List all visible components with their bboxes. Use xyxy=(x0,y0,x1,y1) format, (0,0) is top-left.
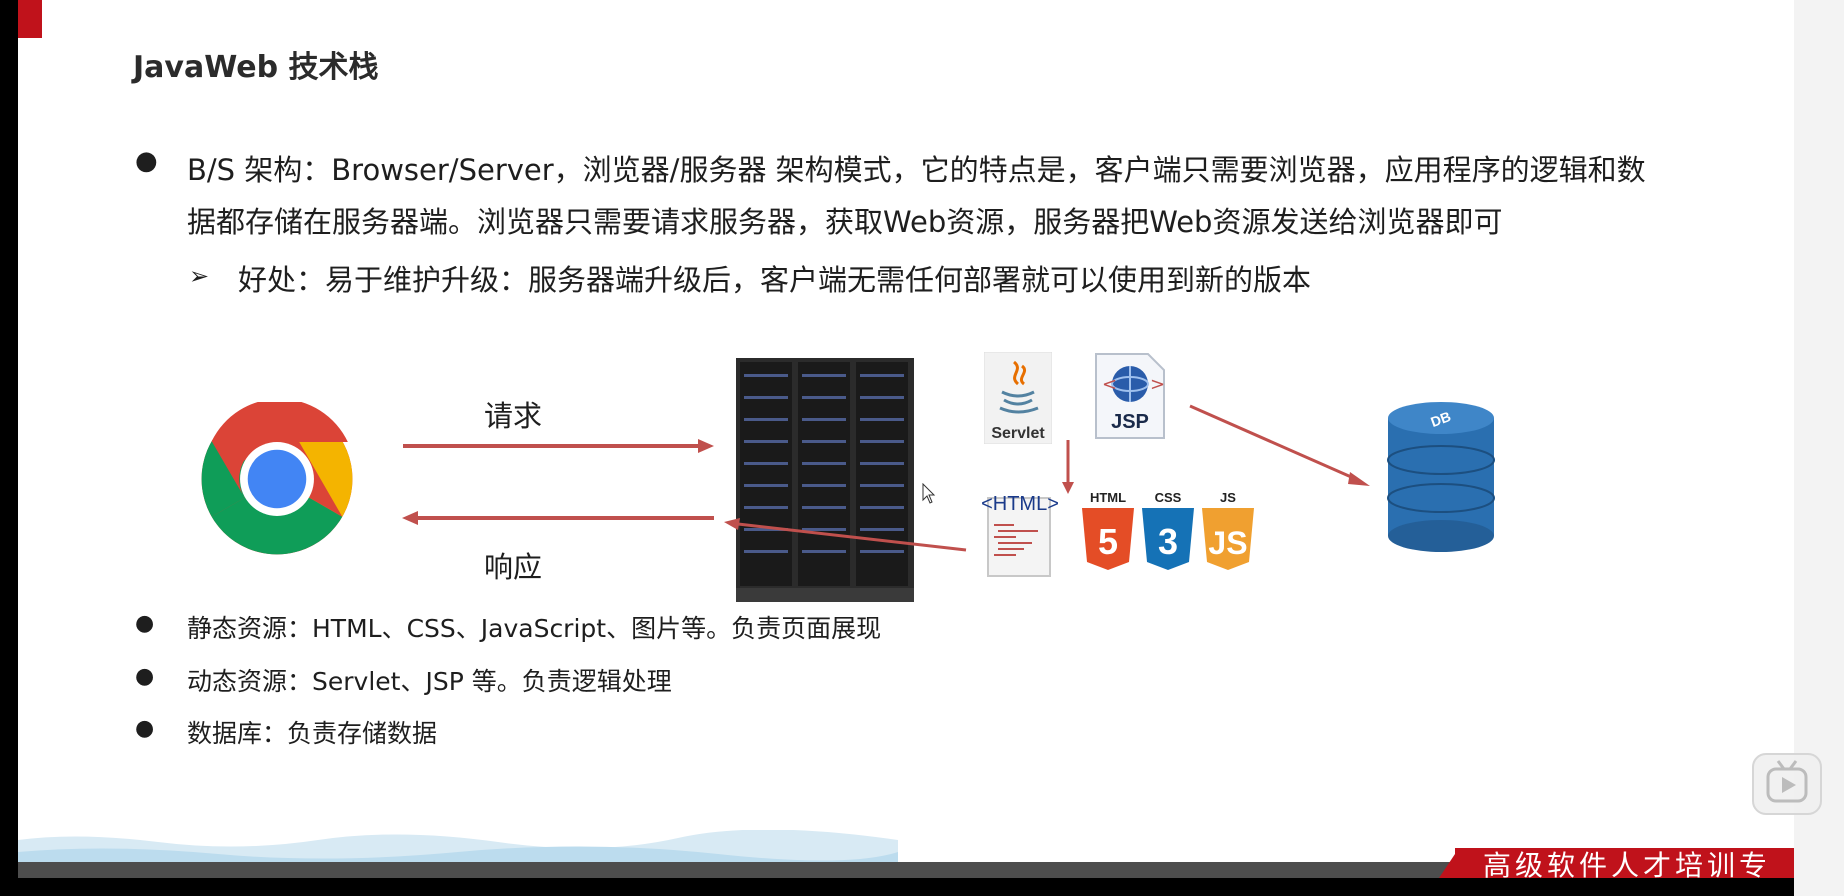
svg-text:JS: JS xyxy=(1208,525,1247,561)
static-resources-text: 静态资源：HTML、CSS、JavaScript、图片等。负责页面展现 xyxy=(187,614,882,643)
slide-title: JavaWeb 技术栈 xyxy=(133,50,379,85)
chrome-browser-icon xyxy=(201,402,353,555)
footer-bar xyxy=(18,862,1794,878)
footer-banner xyxy=(1455,848,1794,878)
js-label: JS xyxy=(1220,490,1236,505)
server-rack-icon xyxy=(736,358,914,602)
dynamic-resources-text: 动态资源：Servlet、JSP 等。负责逻辑处理 xyxy=(187,667,672,696)
bullet-dot: ● xyxy=(135,611,155,636)
html-document-icon: <HTML> xyxy=(981,493,1059,577)
html5-css3-js-badges: HTML 5 CSS 3 JS JS xyxy=(1082,490,1254,570)
jsp-icon: < > JSP xyxy=(1095,353,1165,439)
svg-text:3: 3 xyxy=(1158,521,1178,562)
css3-label: CSS xyxy=(1155,490,1182,505)
footer-banner-notch xyxy=(1439,848,1459,878)
slide: JavaWeb 技术栈 ● B/S 架构：Browser/Server，浏览器/… xyxy=(18,0,1794,878)
html-doc-label: <HTML> xyxy=(981,493,1059,515)
video-side-strip xyxy=(1794,0,1844,896)
svg-text:>: > xyxy=(1150,374,1165,395)
bullet-dot: ● xyxy=(135,716,155,741)
svg-text:<: < xyxy=(1102,374,1117,395)
red-corner-accent xyxy=(18,0,42,38)
html5-label: HTML xyxy=(1090,490,1126,505)
mouse-cursor-icon xyxy=(922,483,936,504)
request-label: 请求 xyxy=(484,399,543,433)
play-icon xyxy=(1766,760,1808,803)
response-label: 响应 xyxy=(484,550,543,584)
database-icon: DB xyxy=(1387,402,1495,552)
request-response-arrows xyxy=(402,439,714,525)
bullet-dot: ● xyxy=(135,146,158,176)
servlet-label: Servlet xyxy=(991,425,1045,442)
svg-text:5: 5 xyxy=(1098,521,1118,562)
play-button[interactable] xyxy=(1752,753,1822,815)
bs-line-2: 据都存储在服务器端。浏览器只需要请求服务器，获取Web资源，服务器把Web资源发… xyxy=(187,205,1503,239)
diagram-connector-arrows xyxy=(724,404,1370,552)
sub-bullet-arrow: ➢ xyxy=(189,262,210,290)
servlet-java-icon: Servlet xyxy=(984,352,1052,444)
bs-architecture-text: B/S 架构：Browser/Server，浏览器/服务器 架构模式，它的特点是… xyxy=(187,144,1646,248)
database-text: 数据库：负责存储数据 xyxy=(187,719,438,748)
benefit-text: 好处：易于维护升级：服务器端升级后，客户端无需任何部署就可以使用到新的版本 xyxy=(238,263,1312,297)
bullet-dot: ● xyxy=(135,664,155,689)
bs-line-1: B/S 架构：Browser/Server，浏览器/服务器 架构模式，它的特点是… xyxy=(187,153,1646,187)
footer-banner-text: 高级软件人才培训专家 xyxy=(1483,849,1772,878)
jsp-label: JSP xyxy=(1111,411,1149,433)
db-label: DB xyxy=(1428,408,1452,430)
